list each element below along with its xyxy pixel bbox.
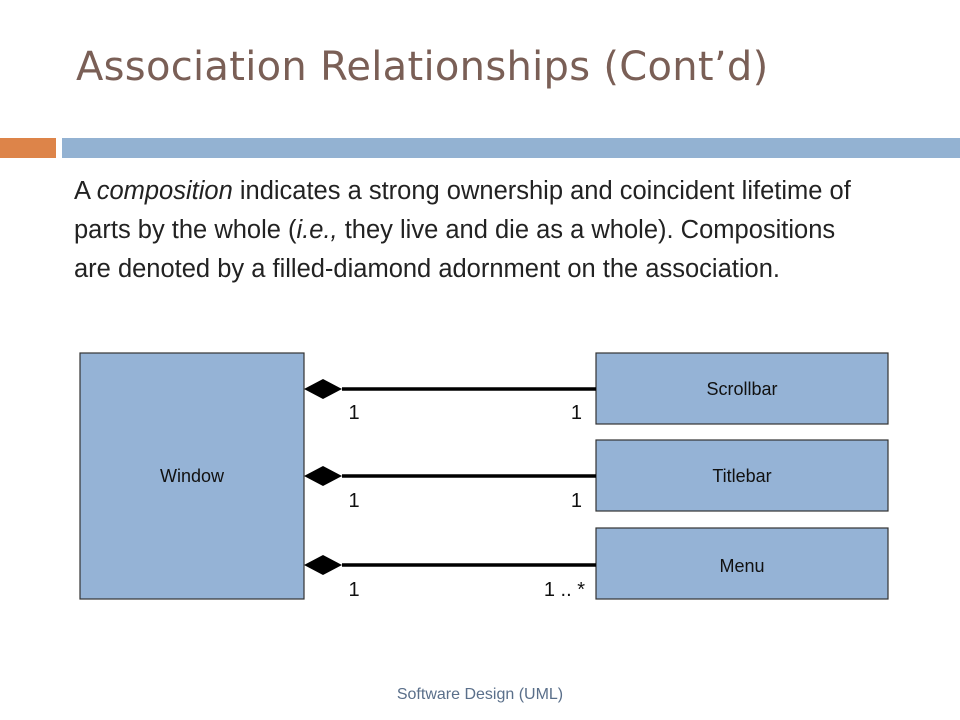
class-menu: Menu: [595, 527, 889, 600]
body-paragraph: A composition indicates a strong ownersh…: [74, 172, 874, 289]
body-text-3: they live and die as a whole). Compositi…: [74, 216, 836, 283]
slide-title: Association Relationships (Cont’d): [76, 44, 769, 90]
title-rule-bar: [62, 138, 960, 158]
body-text-emphasis-composition: composition: [96, 177, 233, 205]
class-scrollbar-label: Scrollbar: [706, 379, 777, 399]
title-accent-bar: [0, 138, 56, 158]
body-text-2: indicates a strong ownership and coincid…: [74, 177, 851, 244]
part-multiplicity: 1 .. *: [544, 579, 585, 601]
class-titlebar-label: Titlebar: [712, 466, 771, 486]
part-multiplicity: 1: [571, 402, 582, 424]
class-menu-label: Menu: [719, 556, 764, 576]
composition-association-titlebar: 1 1: [304, 466, 596, 512]
body-text-emphasis-ie: i.e.,: [296, 216, 338, 244]
whole-multiplicity: 1: [348, 579, 359, 601]
part-multiplicity: 1: [571, 490, 582, 512]
body-text-1: A: [74, 177, 97, 205]
class-window-box: [79, 352, 305, 600]
class-menu-box: [595, 527, 889, 600]
filled-diamond-icon: [304, 466, 342, 486]
whole-multiplicity: 1: [348, 402, 359, 424]
class-window: Window: [79, 352, 305, 600]
class-window-label: Window: [160, 466, 225, 486]
composition-association-menu: 1 1 .. *: [304, 555, 596, 601]
filled-diamond-icon: [304, 379, 342, 399]
whole-multiplicity: 1: [348, 490, 359, 512]
class-titlebar: Titlebar: [595, 439, 889, 512]
composition-association-scrollbar: 1 1: [304, 379, 596, 424]
slide-footer: Software Design (UML): [396, 686, 564, 703]
class-scrollbar: Scrollbar: [595, 352, 889, 425]
filled-diamond-icon: [304, 555, 342, 575]
